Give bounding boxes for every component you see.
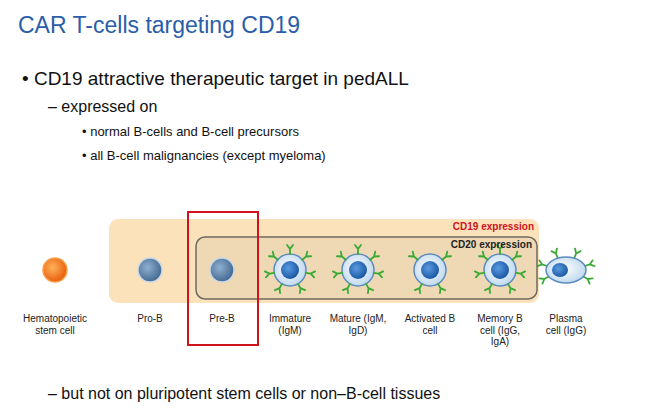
cell-label: Hematopoietic stem cell bbox=[19, 313, 91, 336]
cell-label: Activated B cell bbox=[402, 313, 458, 336]
bullet-text: • all B-cell malignancies (except myelom… bbox=[82, 148, 326, 164]
band-label: CD19 expression bbox=[108, 218, 540, 232]
bullet-text: • CD19 attractive therapeutic target in … bbox=[22, 68, 409, 91]
bullet-text: – expressed on bbox=[48, 97, 157, 116]
slide-title: CAR T-cells targeting CD19 bbox=[18, 12, 300, 39]
bullet-text: – but not on pluripotent stem cells or n… bbox=[48, 384, 440, 403]
cell-label: Mature (IgM, IgD) bbox=[326, 313, 390, 336]
precursor-cell bbox=[138, 258, 162, 282]
cell-label: Memory B cell (IgG, IgA) bbox=[475, 313, 525, 348]
bullet-text: • normal B-cells and B-cell precursors bbox=[82, 124, 299, 140]
cell-label: Pre-B bbox=[194, 313, 250, 325]
expression-band: CD20 expression bbox=[195, 236, 538, 300]
plasma-cell bbox=[537, 249, 594, 284]
precursor-cell bbox=[210, 258, 234, 282]
stem-cell bbox=[43, 258, 67, 282]
cell-label: Immature (IgM) bbox=[260, 313, 320, 336]
cell-label: Plasma cell (IgG) bbox=[541, 313, 591, 336]
band-label: CD20 expression bbox=[195, 236, 538, 250]
cell-label: Pro-B bbox=[122, 313, 178, 325]
expression-band: CD19 expressionCD20 expression bbox=[108, 218, 540, 304]
